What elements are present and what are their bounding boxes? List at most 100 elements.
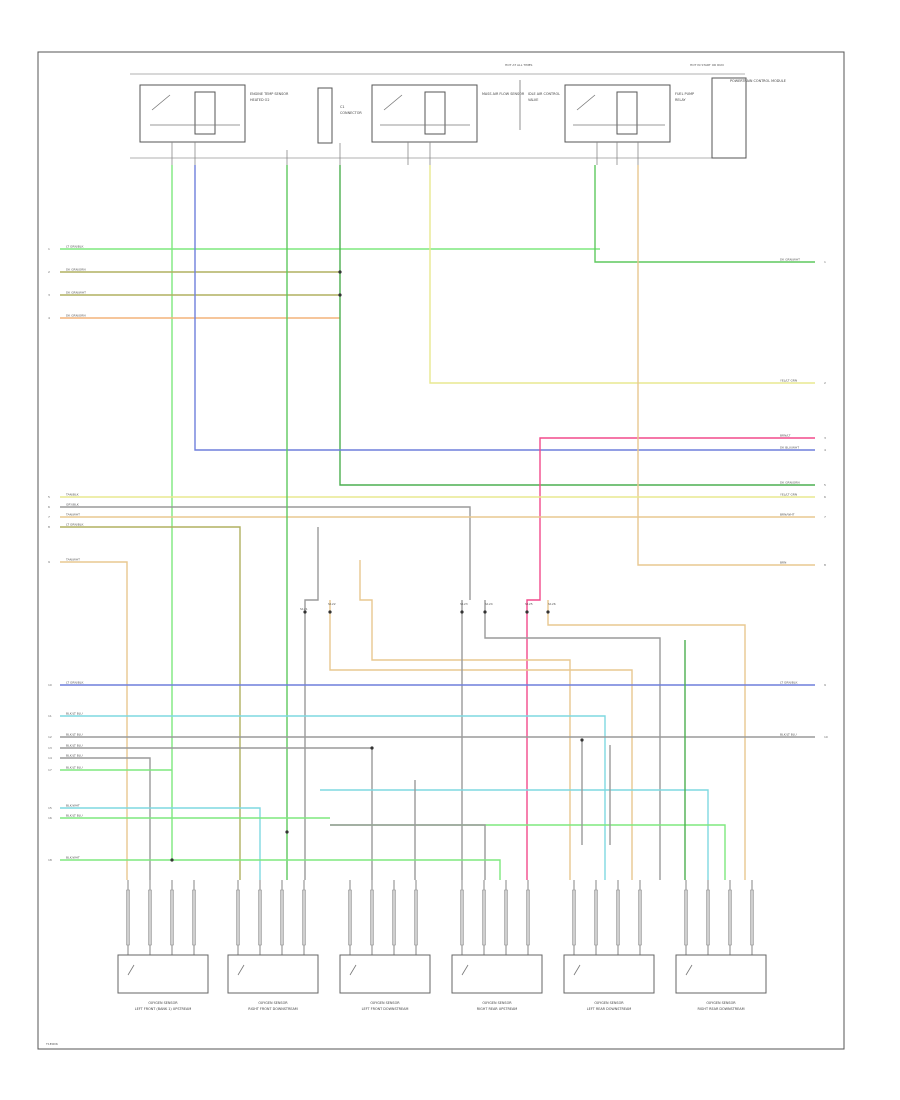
splice-dot-2 bbox=[338, 293, 342, 297]
top-component-4: IDLE AIR CONTROL VALVE bbox=[519, 80, 560, 130]
note-hot-in-start: HOT IN START OR RUN bbox=[690, 63, 724, 67]
splice-dot-11 bbox=[525, 610, 529, 614]
top-component-2: C1 CONNECTOR bbox=[317, 87, 362, 144]
right-wire-label: DK GRN/ORN bbox=[780, 481, 800, 485]
left-pin-number: 4 bbox=[48, 316, 50, 320]
left-wire-label: LT GRN/BLK bbox=[66, 523, 84, 527]
sensor-sublabel: RIGHT REAR UPSTREAM bbox=[477, 1007, 518, 1011]
right-pin-number: 7 bbox=[824, 515, 826, 519]
right-wire-label: YEL/LT GRN bbox=[780, 379, 797, 383]
sensor-pin-connector bbox=[148, 889, 152, 946]
top-component-6: POWERTRAIN CONTROL MODULE bbox=[711, 77, 786, 159]
splice-label: S123 bbox=[460, 602, 468, 606]
left-wire-label: BLK/WHT bbox=[66, 856, 80, 860]
splice-label: S122 bbox=[328, 602, 336, 606]
sensor-pin-connector bbox=[706, 889, 710, 946]
top-component-1: ENGINE TEMP SENSOR HEATED O2 bbox=[139, 84, 289, 143]
left-pin-number: 6 bbox=[48, 505, 50, 509]
splice-dot-12 bbox=[546, 610, 550, 614]
splice-dot-9 bbox=[460, 610, 464, 614]
left-wire-label: LT GRN/BLK bbox=[66, 681, 84, 685]
splice-dot-3 bbox=[170, 858, 174, 862]
sensor-pin-connector bbox=[482, 889, 486, 946]
top-component-6-label: POWERTRAIN CONTROL MODULE bbox=[730, 79, 786, 83]
left-pin-number: 17 bbox=[48, 768, 52, 772]
left-pin-number: 3 bbox=[48, 293, 50, 297]
wire-29 bbox=[60, 807, 261, 880]
left-pin-number: 12 bbox=[48, 735, 52, 739]
right-wire-label: BRN/LT bbox=[780, 434, 791, 438]
top-component-5-label: FUEL PUMP bbox=[675, 92, 694, 96]
left-pin-number: 1 bbox=[48, 247, 50, 251]
wire-group bbox=[60, 165, 815, 880]
sensor-pin-connector bbox=[616, 889, 620, 946]
top-component-5-sub: RELAY bbox=[675, 98, 687, 102]
right-wire-label: DK GRN/WHT bbox=[780, 258, 800, 262]
wire-17 bbox=[304, 527, 319, 880]
left-pin-number: 5 bbox=[48, 495, 50, 499]
left-wire-label: TAN/BLK bbox=[65, 493, 80, 497]
oxygen-sensor-6: OXYGEN SENSOR RIGHT REAR DOWNSTREAM bbox=[675, 880, 767, 1011]
sensor-label: OXYGEN SENSOR bbox=[148, 1001, 178, 1005]
left-wire-label: BLK/LT BLU bbox=[66, 814, 83, 818]
left-pin-number: 2 bbox=[48, 270, 50, 274]
diagram-frame bbox=[37, 51, 845, 1050]
left-wire-label: BLK/LT BLU bbox=[66, 712, 83, 716]
sensor-symbol bbox=[349, 964, 357, 976]
left-wire-label: BLK/LT BLU bbox=[66, 733, 83, 737]
splice-dot-8 bbox=[328, 610, 332, 614]
wire-6 bbox=[339, 165, 815, 486]
wire-33 bbox=[330, 824, 486, 880]
sensor-pin-connector bbox=[348, 889, 352, 946]
right-wire-label: DK BLU/WHT bbox=[780, 446, 799, 450]
sensor-pin-connector bbox=[414, 889, 418, 946]
left-pin-number: 9 bbox=[48, 560, 50, 564]
splice-dot-10 bbox=[483, 610, 487, 614]
right-pin-number: 5 bbox=[824, 483, 826, 487]
left-pin-number: 7 bbox=[48, 515, 50, 519]
left-wire-label: BLK/LT BLU bbox=[66, 766, 83, 770]
right-wire-label: BLK/LT BLU bbox=[780, 733, 797, 737]
wire-9 bbox=[526, 437, 815, 880]
wire-35 bbox=[60, 859, 501, 880]
right-wire-label: YEL/LT GRN bbox=[780, 493, 797, 497]
left-pin-number: 15 bbox=[48, 806, 52, 810]
wire-12 bbox=[60, 506, 471, 600]
sensor-box bbox=[675, 954, 767, 994]
sensor-pin-connector bbox=[750, 889, 754, 946]
sensor-pin-connector bbox=[594, 889, 598, 946]
right-pin-number: 3 bbox=[824, 436, 826, 440]
sensor-sublabel: RIGHT REAR DOWNSTREAM bbox=[697, 1007, 744, 1011]
sensor-pin-connector bbox=[280, 889, 284, 946]
sensor-symbol bbox=[461, 964, 469, 976]
right-pin-number: 1 bbox=[824, 260, 826, 264]
splice-label: S126 bbox=[548, 602, 556, 606]
right-pin-number: 10 bbox=[824, 735, 828, 739]
sensor-box bbox=[227, 954, 319, 994]
sensor-pin-connector bbox=[192, 889, 196, 946]
sensor-sublabel: RIGHT FRONT DOWNSTREAM bbox=[248, 1007, 298, 1011]
sensor-symbol bbox=[237, 964, 245, 976]
sensor-label: OXYGEN SENSOR bbox=[706, 1001, 736, 1005]
right-pin-number: 8 bbox=[824, 563, 826, 567]
top-component-2-sub: CONNECTOR bbox=[340, 111, 362, 115]
wire-7 bbox=[194, 165, 815, 451]
top-component-4-label: IDLE AIR CONTROL bbox=[528, 92, 560, 96]
wire-1 bbox=[60, 165, 600, 860]
left-wire-label: GRY/BLK bbox=[66, 503, 80, 507]
wire-18 bbox=[359, 560, 571, 880]
right-pin-number: 2 bbox=[824, 381, 826, 385]
note-hot-at-all-times: HOT AT ALL TIMES bbox=[505, 63, 533, 67]
top-component-5: FUEL PUMP RELAY bbox=[564, 84, 694, 143]
splice-label: S124 bbox=[485, 602, 493, 606]
wire-2 bbox=[594, 165, 815, 263]
splice-label: S121 bbox=[300, 607, 308, 611]
sensor-pin-connector bbox=[392, 889, 396, 946]
splice-dot-7 bbox=[303, 610, 307, 614]
